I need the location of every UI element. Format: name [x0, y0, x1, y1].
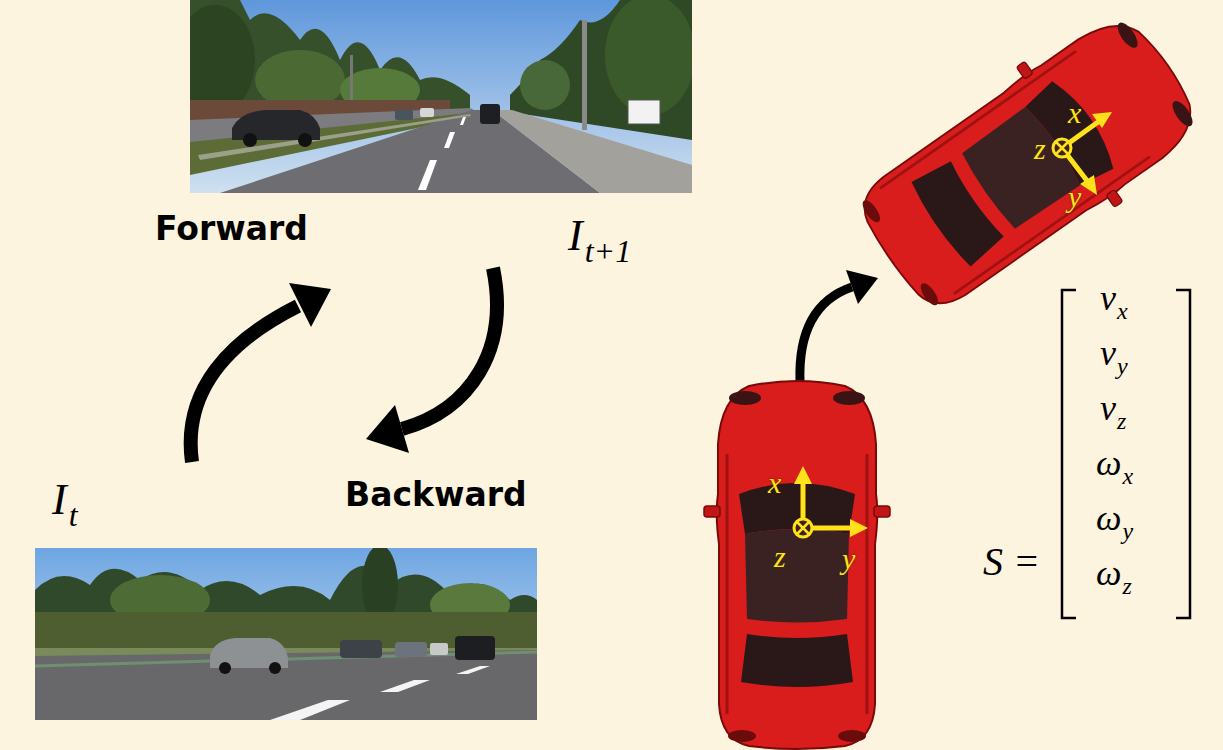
- vector-component: z: [1117, 409, 1126, 433]
- frame-label-group: It: [52, 478, 78, 522]
- frame-label-group: It+1: [568, 214, 631, 258]
- vector-component-group: vz: [1100, 390, 1126, 426]
- axis-frame: [1053, 112, 1112, 195]
- arrow-head: [289, 283, 331, 327]
- equation-symbol: S =: [983, 542, 1040, 582]
- vector-component: z: [1122, 574, 1131, 598]
- vector-component: y: [1117, 354, 1128, 378]
- axis-label-group: y: [1068, 182, 1081, 212]
- axis-label-group: z: [1034, 134, 1046, 164]
- vector-component-group: ωx: [1096, 445, 1133, 481]
- road-photo: [35, 548, 537, 720]
- forward-arrow: [191, 306, 298, 462]
- vector-component-group: vy: [1100, 335, 1128, 371]
- bracket: [1062, 290, 1076, 618]
- vector-component: x: [1117, 299, 1128, 323]
- axis-label-group: z: [774, 542, 786, 572]
- arrow-label-group: Backward: [345, 478, 527, 511]
- axis-label-group: x: [1068, 98, 1081, 128]
- arrow-label: Forward: [155, 212, 308, 245]
- vector-component: y: [1122, 519, 1133, 543]
- axis-frame: [794, 466, 868, 537]
- axis-label: z: [1034, 134, 1046, 164]
- vector-component: ω: [1096, 500, 1121, 536]
- axis-label: x: [1068, 98, 1081, 128]
- arrow-label-group: Forward: [155, 212, 308, 245]
- motion-arrow: [800, 287, 852, 382]
- vector-component: v: [1100, 280, 1116, 316]
- vector-component: ω: [1096, 555, 1121, 591]
- axis-label-group: x: [768, 468, 781, 498]
- axis-label: y: [842, 544, 855, 574]
- vector-component: v: [1100, 390, 1116, 426]
- vector-component: v: [1100, 335, 1116, 371]
- axis-label: x: [768, 468, 781, 498]
- arrow-label: Backward: [345, 478, 527, 511]
- vector-component-group: vx: [1100, 280, 1128, 316]
- axis-label: y: [1068, 182, 1081, 212]
- vector-component: x: [1122, 464, 1133, 488]
- arrow-head: [366, 405, 409, 453]
- car: [704, 381, 890, 749]
- road-photo: [190, 0, 692, 193]
- car: [842, 0, 1217, 330]
- vector-component-group: ωz: [1096, 555, 1132, 591]
- bracket: [1176, 290, 1190, 618]
- arrow-head: [846, 270, 878, 304]
- backward-arrow: [402, 268, 497, 429]
- frame-label: t+1: [585, 235, 631, 267]
- frame-label: I: [52, 478, 67, 522]
- vector-component-group: ωy: [1096, 500, 1133, 536]
- axis-label: z: [774, 542, 786, 572]
- vector-component: ω: [1096, 445, 1121, 481]
- equation-symbol-group: S =: [983, 542, 1040, 582]
- axis-label-group: y: [842, 544, 855, 574]
- frame-label: I: [568, 214, 583, 258]
- frame-label: t: [69, 499, 78, 531]
